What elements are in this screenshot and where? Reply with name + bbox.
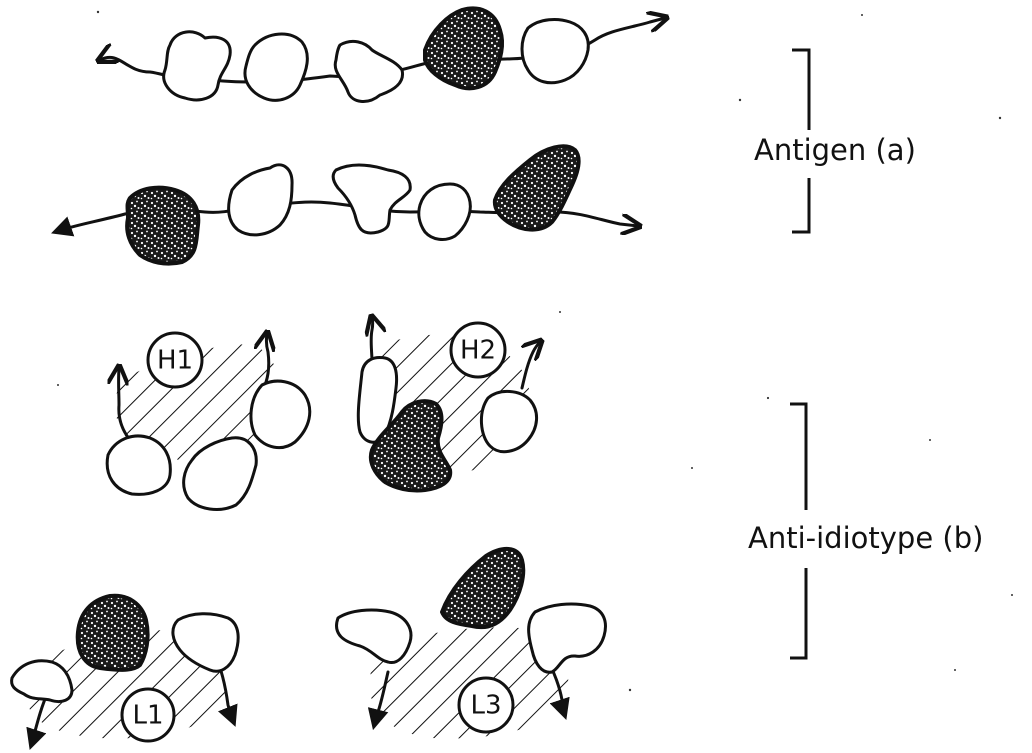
anti-idiotype-bracket-group: Anti-idiotype (b) (748, 404, 983, 658)
antigen-domain (335, 41, 402, 101)
anti-idiotype-domain (251, 381, 310, 447)
antigen-domain (333, 165, 410, 233)
antigen-label: Antigen (a) (754, 133, 916, 167)
l3-label: L3 (470, 691, 501, 721)
anti-idiotype-h1: H1 (107, 333, 310, 509)
h2-label: H2 (460, 336, 496, 366)
antigen-domain (164, 32, 231, 100)
anti-idiotype-determinant (442, 549, 523, 627)
anti-idiotype-domain (529, 604, 606, 672)
chain-segment (371, 318, 373, 362)
anti-idiotype-h2: H2 (358, 318, 540, 491)
antigen-determinant (127, 188, 198, 264)
l1-label: L1 (132, 701, 163, 731)
h1-label: H1 (157, 346, 193, 376)
antigen-determinant (425, 8, 502, 88)
chain-segment (522, 342, 540, 388)
anti-idiotype-l3: L3 (337, 549, 606, 739)
antigen-bracket-group: Antigen (a) (754, 50, 916, 232)
anti-idiotype-determinant (78, 596, 148, 670)
antigen-domain (229, 165, 292, 235)
antigen-chain-2 (55, 146, 638, 263)
anti-idiotype-l1: L1 (12, 596, 239, 746)
anti-idiotype-label: Anti-idiotype (b) (748, 521, 983, 555)
anti-idiotype-domain (107, 436, 170, 494)
antigen-domain (419, 184, 470, 239)
anti-idiotype-domain (481, 391, 536, 451)
antigen-determinant (495, 146, 579, 229)
antigen-domain (522, 20, 588, 83)
antigen-domain (245, 34, 307, 100)
anti-idiotype-domain (12, 661, 72, 702)
anti-idiotype-domain (337, 610, 411, 663)
antigen-chain-1 (100, 8, 665, 101)
